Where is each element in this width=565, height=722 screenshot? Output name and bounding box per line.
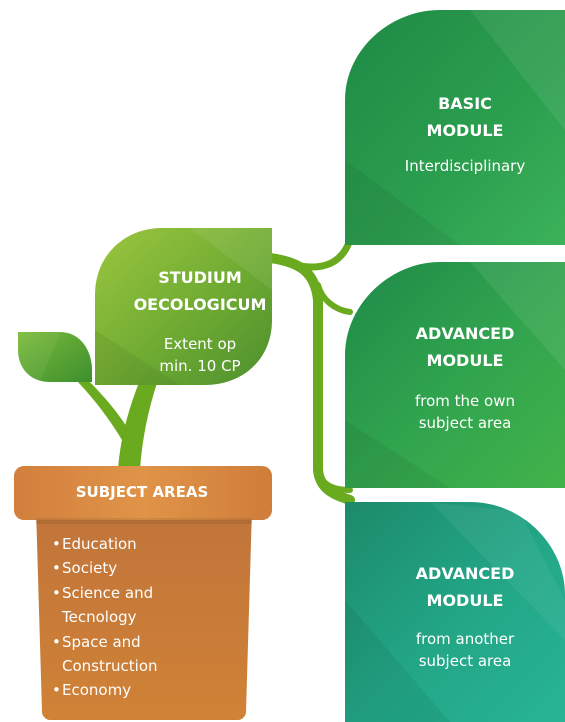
basic-module-subtitle: Interdisciplinary	[404, 157, 526, 175]
subject-area-item-continued: Construction	[62, 657, 158, 676]
subject-area-item: Society	[52, 556, 158, 581]
basic-module-title-line2: MODULE	[426, 121, 504, 140]
main-stem	[118, 380, 158, 470]
branch-advanced-other	[315, 467, 353, 493]
advanced-other-sub-line2: subject area	[418, 652, 512, 670]
studium-title-line1: STUDIUM	[158, 268, 242, 287]
side-stem	[78, 376, 130, 440]
subject-area-item: Economy	[52, 678, 158, 703]
pot-rim	[14, 466, 272, 520]
subject-areas-list: Education Society Science and Tecnology …	[52, 532, 158, 703]
small-leaf	[18, 332, 92, 382]
subject-area-item: Education	[52, 532, 158, 557]
center-leaf	[95, 228, 272, 385]
advanced-module-other-leaf	[345, 502, 565, 722]
subject-area-item: Science and	[52, 581, 158, 606]
studium-extent-line1: Extent op	[163, 335, 237, 353]
studium-extent-line2: min. 10 CP	[159, 357, 241, 375]
advanced-module-other-subtitle: from another subject area	[370, 628, 560, 672]
advanced-module-own-leaf	[345, 262, 565, 488]
advanced-own-sub-line2: subject area	[418, 414, 512, 432]
branch-basic	[296, 241, 352, 271]
advanced-own-title-line1: ADVANCED	[415, 324, 515, 343]
studium-title-line2: OECOLOGICUM	[133, 295, 267, 314]
advanced-own-sub-line1: from the own	[414, 392, 515, 410]
advanced-other-sub-line1: from another	[415, 630, 515, 648]
advanced-other-title-line2: MODULE	[426, 591, 504, 610]
studium-oecologicum-title: STUDIUM OECOLOGICUM	[100, 264, 300, 318]
subject-area-item-continued: Tecnology	[62, 608, 137, 627]
subject-areas-title: SUBJECT AREAS	[75, 483, 209, 501]
advanced-module-own-subtitle: from the own subject area	[370, 390, 560, 434]
advanced-module-other-title: ADVANCED MODULE	[370, 560, 560, 614]
basic-module-title: BASIC MODULE	[370, 90, 560, 144]
advanced-module-own-title: ADVANCED MODULE	[370, 320, 560, 374]
basic-module-title-line1: BASIC	[438, 94, 492, 113]
studium-extent: Extent op min. 10 CP	[100, 333, 300, 377]
basic-module-leaf	[345, 10, 565, 245]
subject-area-item: Space and	[52, 630, 158, 655]
branch-trunk	[265, 253, 355, 505]
advanced-own-title-line2: MODULE	[426, 351, 504, 370]
advanced-other-title-line1: ADVANCED	[415, 564, 515, 583]
branch-advanced-own	[315, 282, 353, 315]
